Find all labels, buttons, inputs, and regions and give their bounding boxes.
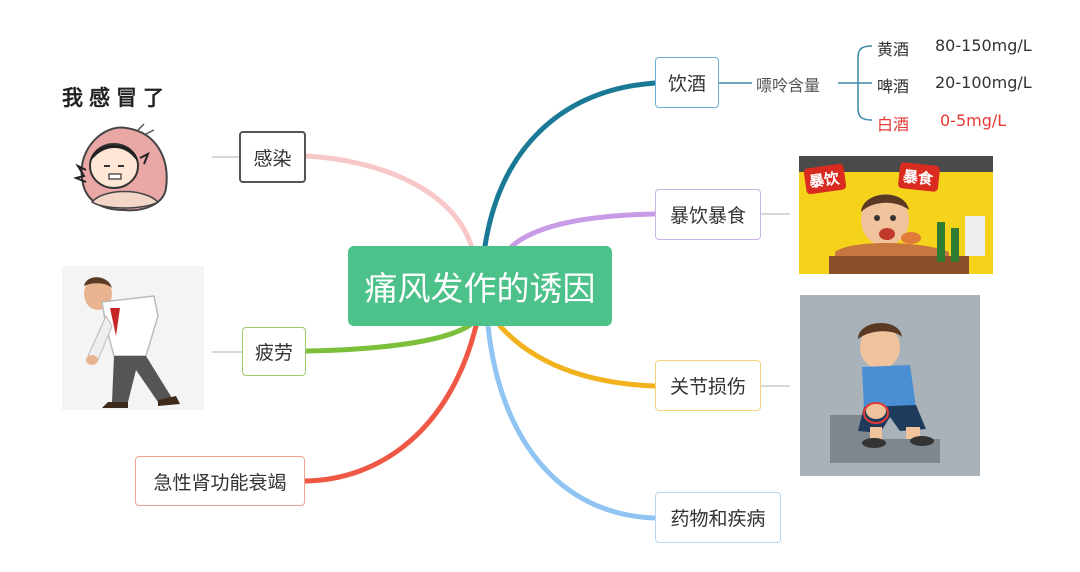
binge-sign-right: 暴食 bbox=[902, 167, 935, 188]
wine-name: 白酒 bbox=[877, 115, 910, 134]
topic-infection[interactable]: 感染 bbox=[239, 131, 306, 183]
topic-alcohol[interactable]: 饮酒 bbox=[655, 57, 719, 108]
topic-acute-kidney-failure[interactable]: 急性肾功能衰竭 bbox=[135, 456, 305, 506]
central-topic[interactable]: 痛风发作的诱因 bbox=[348, 246, 612, 326]
branch-alcohol bbox=[482, 80, 658, 249]
wine-value: 0-5mg/L bbox=[940, 111, 1007, 130]
wine-name: 黄酒 bbox=[877, 40, 910, 59]
topic-drugs-and-diseases[interactable]: 药物和疾病 bbox=[655, 492, 781, 543]
tired-man-illustration bbox=[62, 266, 204, 410]
topic-joint-injury[interactable]: 关节损伤 bbox=[655, 360, 761, 411]
branch-binge bbox=[509, 211, 658, 249]
branch-drug bbox=[485, 323, 658, 521]
sick-girl-illustration bbox=[74, 123, 168, 212]
wine-value: 20-100mg/L bbox=[935, 73, 1032, 92]
binge-sign-left: 暴饮 bbox=[808, 169, 841, 191]
topic-fatigue[interactable]: 疲劳 bbox=[242, 327, 306, 376]
branch-joint bbox=[497, 323, 658, 389]
branch-kidney bbox=[302, 323, 479, 484]
joint-injury-illustration bbox=[800, 295, 980, 476]
binge-eating-illustration: 暴饮 暴食 bbox=[799, 156, 993, 274]
subtopic-purine-content[interactable]: 嘌呤含量 bbox=[756, 76, 821, 95]
topic-binge-eating-drinking[interactable]: 暴饮暴食 bbox=[655, 189, 761, 240]
wine-value: 80-150mg/L bbox=[935, 36, 1032, 55]
branch-fatigue bbox=[303, 322, 473, 354]
sick-caption: 我感冒了 bbox=[62, 85, 170, 110]
wine-name: 啤酒 bbox=[877, 77, 910, 96]
branch-infection bbox=[303, 153, 475, 251]
purine-bracket bbox=[857, 45, 873, 121]
